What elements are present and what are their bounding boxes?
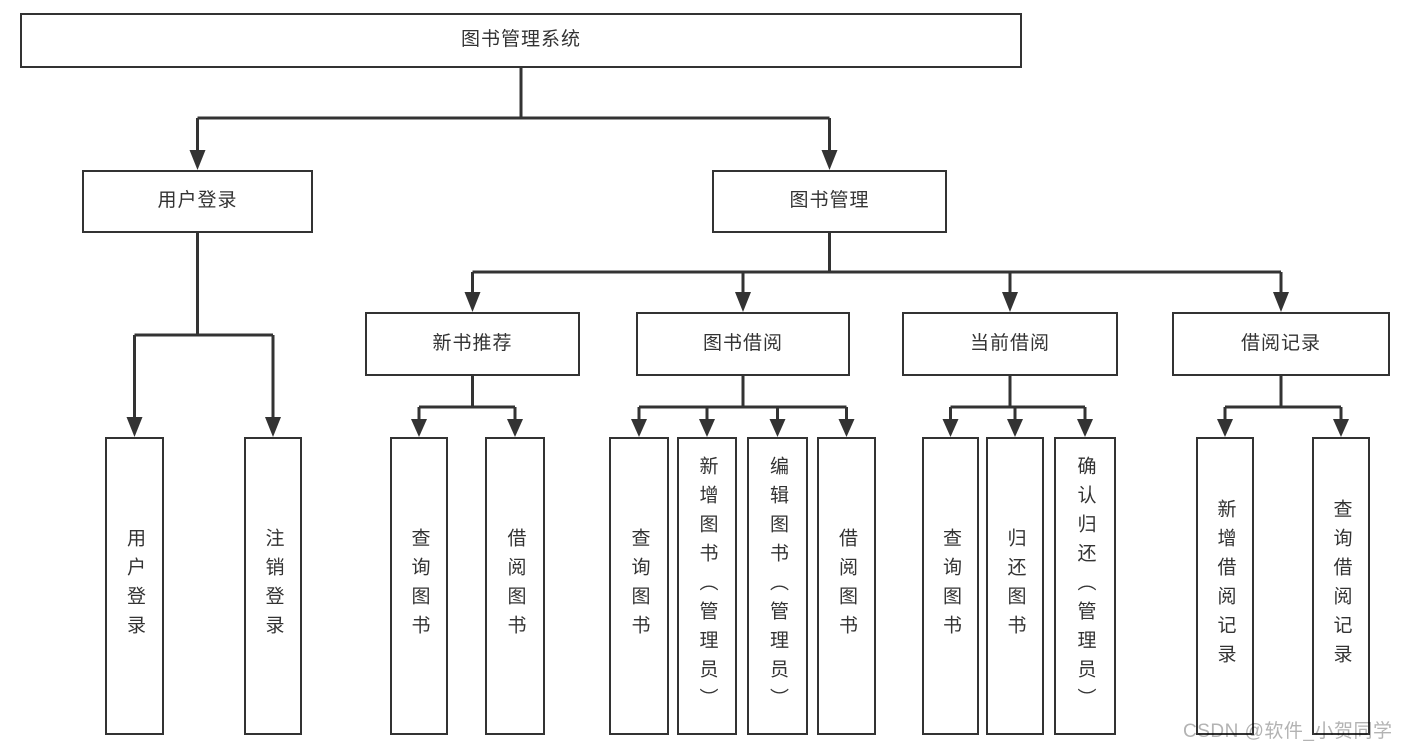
node-current-borrow: 当前借阅 <box>902 312 1118 376</box>
leaf-borrow-borrow-books: 借阅图书 <box>817 437 876 735</box>
leaf-logout-login-label: 注销登录 <box>262 528 284 644</box>
connector-user-login <box>126 233 281 437</box>
node-book-borrow-label: 图书借阅 <box>702 332 783 354</box>
leaf-borrow-borrow-books-label: 借阅图书 <box>836 528 857 644</box>
leaf-current-return-books-label: 归还图书 <box>1004 528 1026 644</box>
node-borrow-records-label: 借阅记录 <box>1240 332 1321 354</box>
node-new-book-recommend-label: 新书推荐 <box>432 332 513 354</box>
node-user-login: 用户登录 <box>82 170 313 233</box>
node-book-management: 图书管理 <box>712 170 947 233</box>
leaf-records-add-record: 新增借阅记录 <box>1196 437 1254 735</box>
node-user-login-label: 用户登录 <box>157 190 238 212</box>
node-root: 图书管理系统 <box>20 13 1022 68</box>
leaf-borrow-edit-books-admin: 编辑图书（管理员） <box>747 437 808 735</box>
connector-book-borrow <box>631 376 855 437</box>
connector-root <box>189 68 838 170</box>
node-root-label: 图书管理系统 <box>460 29 581 51</box>
leaf-user-login: 用户登录 <box>105 437 164 735</box>
leaf-records-query-record: 查询借阅记录 <box>1312 437 1370 735</box>
leaf-user-login-label: 用户登录 <box>124 528 145 644</box>
node-new-book-recommend: 新书推荐 <box>365 312 580 376</box>
csdn-watermark: CSDN @软件_小贺同学 <box>1183 721 1393 742</box>
node-current-borrow-label: 当前借阅 <box>969 332 1050 354</box>
leaf-records-add-record-label: 新增借阅记录 <box>1214 499 1236 673</box>
leaf-borrow-add-books-admin-label: 新增图书（管理员） <box>696 455 718 717</box>
connector-new-book-recommend <box>411 376 523 437</box>
node-borrow-records: 借阅记录 <box>1172 312 1390 376</box>
connector-borrow-records <box>1217 376 1349 437</box>
leaf-borrow-add-books-admin: 新增图书（管理员） <box>677 437 737 735</box>
leaf-recommend-query-books: 查询图书 <box>390 437 448 735</box>
leaf-logout-login: 注销登录 <box>244 437 302 735</box>
leaf-current-confirm-return-admin: 确认归还（管理员） <box>1054 437 1116 735</box>
leaf-records-query-record-label: 查询借阅记录 <box>1330 499 1352 673</box>
leaf-current-query-books: 查询图书 <box>922 437 979 735</box>
leaf-borrow-query-books: 查询图书 <box>609 437 669 735</box>
node-book-management-label: 图书管理 <box>789 190 870 212</box>
leaf-recommend-borrow-books: 借阅图书 <box>485 437 545 735</box>
leaf-current-confirm-return-admin-label: 确认归还（管理员） <box>1074 455 1096 717</box>
leaf-recommend-query-books-label: 查询图书 <box>408 528 430 644</box>
node-book-borrow: 图书借阅 <box>636 312 850 376</box>
leaf-recommend-borrow-books-label: 借阅图书 <box>504 528 526 644</box>
leaf-borrow-query-books-label: 查询图书 <box>628 528 650 644</box>
leaf-current-query-books-label: 查询图书 <box>940 528 961 644</box>
connector-current-borrow <box>942 376 1093 437</box>
connector-book-management <box>464 233 1289 312</box>
leaf-borrow-edit-books-admin-label: 编辑图书（管理员） <box>767 455 788 717</box>
leaf-current-return-books: 归还图书 <box>986 437 1044 735</box>
